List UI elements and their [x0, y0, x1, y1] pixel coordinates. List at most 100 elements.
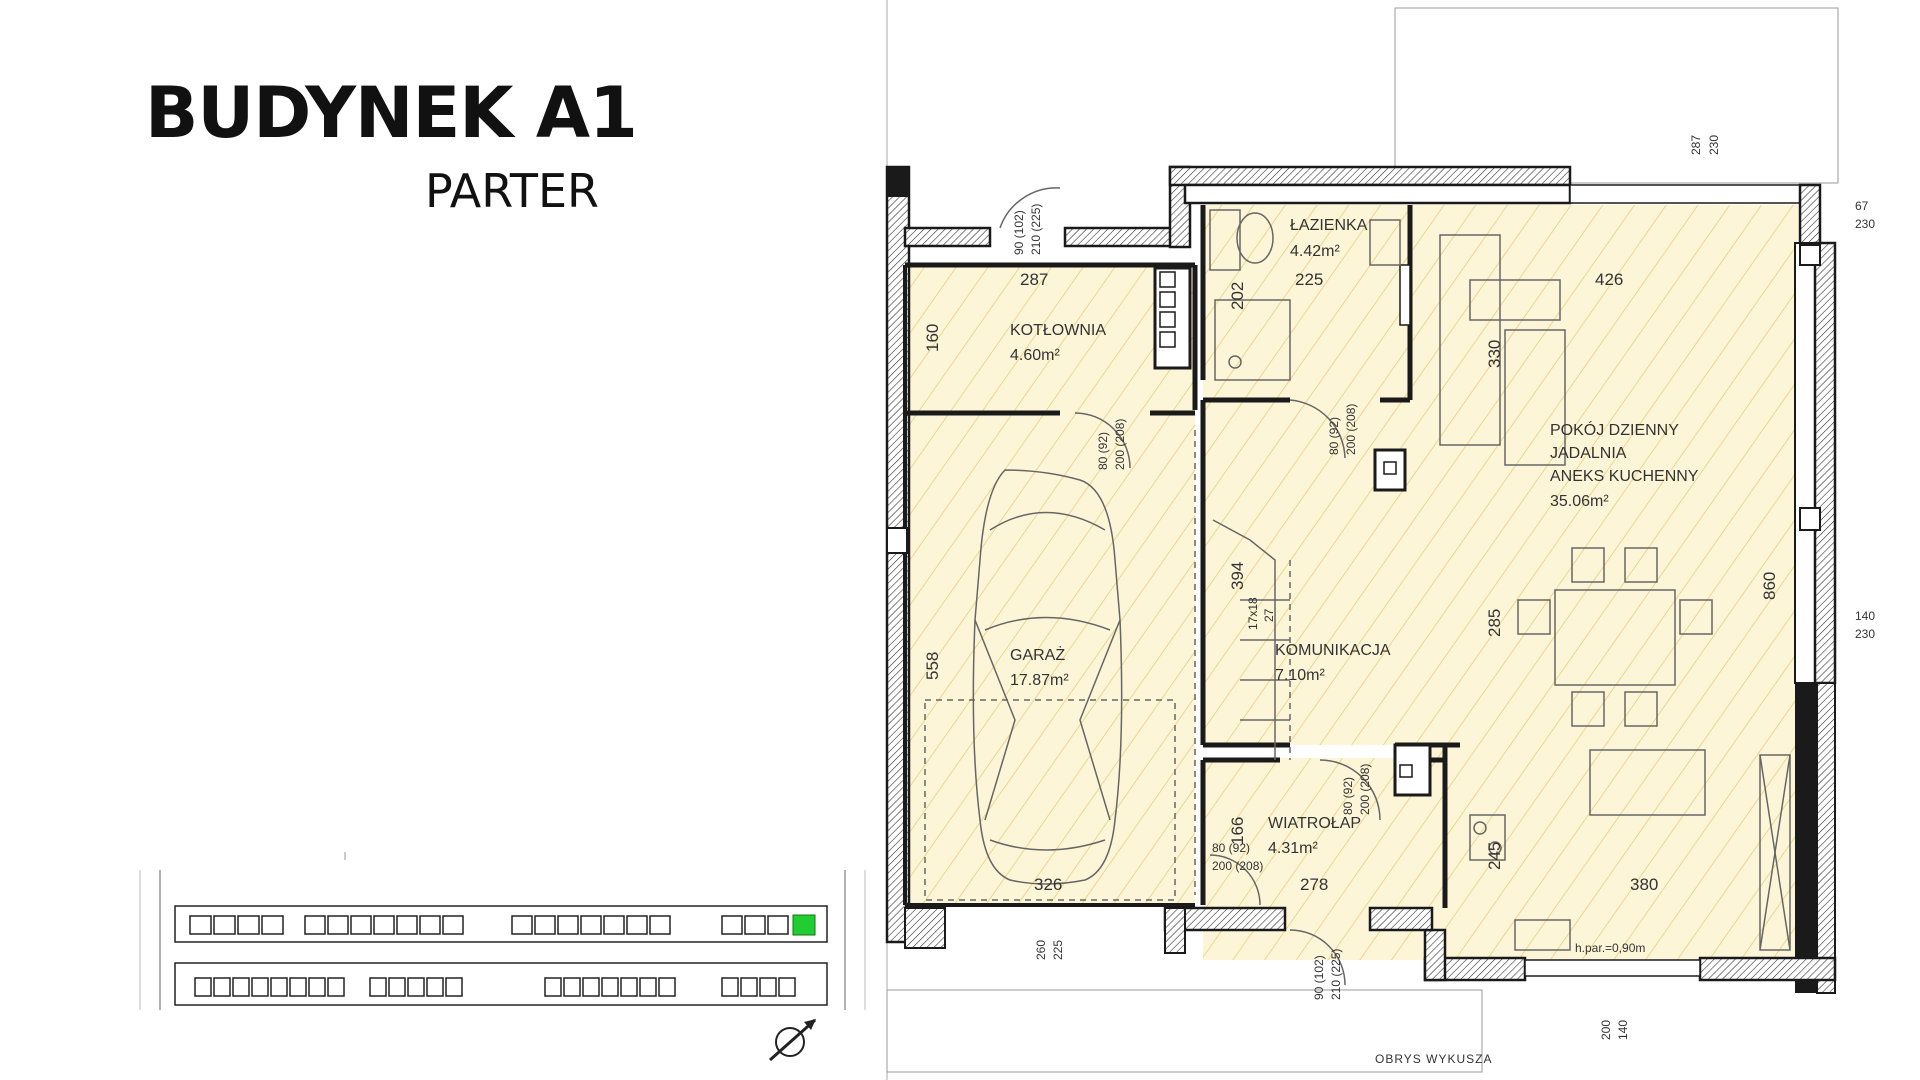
- door-top-h: 210 (225): [1029, 204, 1043, 255]
- door-wiatrolap-h: 200 (208): [1358, 764, 1372, 815]
- ext-dim-230b: 230: [1855, 217, 1875, 231]
- kotlownia-name: KOTŁOWNIA: [1010, 322, 1106, 339]
- door-top-w: 90 (102): [1012, 210, 1026, 255]
- site-plan: [139, 852, 866, 1062]
- site-building: [388, 977, 406, 997]
- site-building: [419, 915, 441, 935]
- site-building: [350, 915, 372, 935]
- lazienka-area: 4.42m²: [1290, 243, 1340, 260]
- dim-380: 380: [1630, 875, 1658, 894]
- dim-394: 394: [1228, 562, 1247, 590]
- stairs-count: 27: [1262, 608, 1276, 622]
- site-building: [327, 915, 349, 935]
- pokoj-name-2: JADALNIA: [1550, 445, 1627, 462]
- ext-dim-230c: 230: [1855, 627, 1875, 641]
- door-bottom-h: 210 (225): [1329, 949, 1343, 1000]
- dim-558: 558: [923, 652, 942, 680]
- dim-245: 245: [1485, 842, 1504, 870]
- site-building: [767, 915, 789, 935]
- notes: h.par.=0,90m OBRYS WYKUSZA: [1375, 941, 1645, 1066]
- ext-dim-287: 287: [1689, 135, 1703, 155]
- dim-278: 278: [1300, 875, 1328, 894]
- site-building: [194, 977, 212, 997]
- dim-326: 326: [1034, 875, 1062, 894]
- lazienka-name: ŁAZIENKA: [1290, 217, 1368, 234]
- window-height-note: h.par.=0,90m: [1575, 941, 1645, 955]
- site-building: [626, 915, 648, 935]
- pokoj-name-1: POKÓJ DZIENNY: [1550, 420, 1679, 439]
- door-bottom-w: 90 (102): [1312, 955, 1326, 1000]
- pokoj-name-3: ANEKS KUCHENNY: [1550, 468, 1699, 485]
- site-building: [327, 977, 345, 997]
- ext-dim-260: 260: [1034, 940, 1048, 960]
- site-building: [601, 977, 619, 997]
- wiatrolap-name: WIATROŁAP: [1268, 815, 1361, 832]
- dim-225: 225: [1295, 270, 1323, 289]
- dim-426: 426: [1595, 270, 1623, 289]
- dim-330: 330: [1485, 340, 1504, 368]
- building-title: BUDYNEK A1: [145, 72, 638, 154]
- site-building: [261, 915, 284, 935]
- car-icon: [972, 469, 1123, 885]
- site-building: [237, 915, 260, 935]
- north-arrow-icon: [769, 1018, 816, 1062]
- ext-dim-140: 140: [1855, 609, 1875, 623]
- ext-dim-67: 67: [1855, 199, 1869, 213]
- dim-202: 202: [1228, 282, 1247, 310]
- komunikacja-area: 7.10m²: [1275, 667, 1325, 684]
- ext-dim-200: 200: [1599, 1020, 1613, 1040]
- door-garaz-h: 200 (208): [1212, 859, 1263, 873]
- site-building: [649, 915, 671, 935]
- dim-285: 285: [1485, 609, 1504, 637]
- dimension-labels: 287 225 426 160 202 330 394 285 860 558 …: [923, 270, 1779, 894]
- exterior-dimension-labels: 287 230 67 230 140 230 260 225 200 140: [1034, 135, 1875, 1040]
- site-building: [580, 915, 602, 935]
- door-wiatrolap-w: 80 (92): [1341, 777, 1355, 815]
- dim-287: 287: [1020, 270, 1048, 289]
- site-building: [658, 977, 676, 997]
- kotlownia-area: 4.60m²: [1010, 347, 1060, 364]
- site-building: [778, 977, 796, 997]
- pokoj-area: 35.06m²: [1550, 493, 1609, 510]
- stairs-spec: 17x18: [1246, 597, 1260, 630]
- room-labels: KOTŁOWNIA 4.60m² ŁAZIENKA 4.42m² GARAŻ 1…: [1010, 217, 1699, 857]
- site-building: [511, 915, 533, 935]
- site-building: [189, 915, 212, 935]
- site-building: [603, 915, 625, 935]
- door-lazienka-w: 80 (92): [1327, 417, 1341, 455]
- site-building: [213, 915, 236, 935]
- komunikacja-name: KOMUNIKACJA: [1275, 642, 1391, 659]
- dim-166: 166: [1228, 817, 1247, 845]
- dim-860: 860: [1760, 572, 1779, 600]
- wiatrolap-area: 4.31m²: [1268, 840, 1318, 857]
- site-building: [744, 915, 766, 935]
- dim-160: 160: [923, 324, 942, 352]
- bay-outline-note: OBRYS WYKUSZA: [1375, 1052, 1492, 1066]
- site-building: [373, 915, 395, 935]
- site-building: [639, 977, 657, 997]
- site-building: [582, 977, 600, 997]
- site-building: [557, 915, 579, 935]
- floor-subtitle: PARTER: [425, 164, 600, 218]
- fixtures: [924, 187, 1791, 986]
- site-building: [426, 977, 444, 997]
- door-garaz-w: 80 (92): [1212, 841, 1250, 855]
- site-building: [759, 977, 777, 997]
- site-building: [270, 977, 288, 997]
- site-building: [445, 977, 463, 997]
- floor-fills: [905, 205, 1798, 960]
- site-building: [721, 977, 739, 997]
- door-kotlownia-w: 80 (92): [1096, 432, 1110, 470]
- site-building: [289, 977, 307, 997]
- site-building-row-1: [189, 915, 789, 935]
- site-building: [740, 977, 758, 997]
- door-labels: 90 (102) 210 (225) 80 (92) 200 (208) 80 …: [1012, 204, 1372, 1000]
- site-building: [544, 977, 562, 997]
- site-building: [251, 977, 269, 997]
- site-building: [232, 977, 250, 997]
- ext-dim-140: 140: [1616, 1020, 1630, 1040]
- site-building: [407, 977, 425, 997]
- site-building: [304, 915, 326, 935]
- site-building: [620, 977, 638, 997]
